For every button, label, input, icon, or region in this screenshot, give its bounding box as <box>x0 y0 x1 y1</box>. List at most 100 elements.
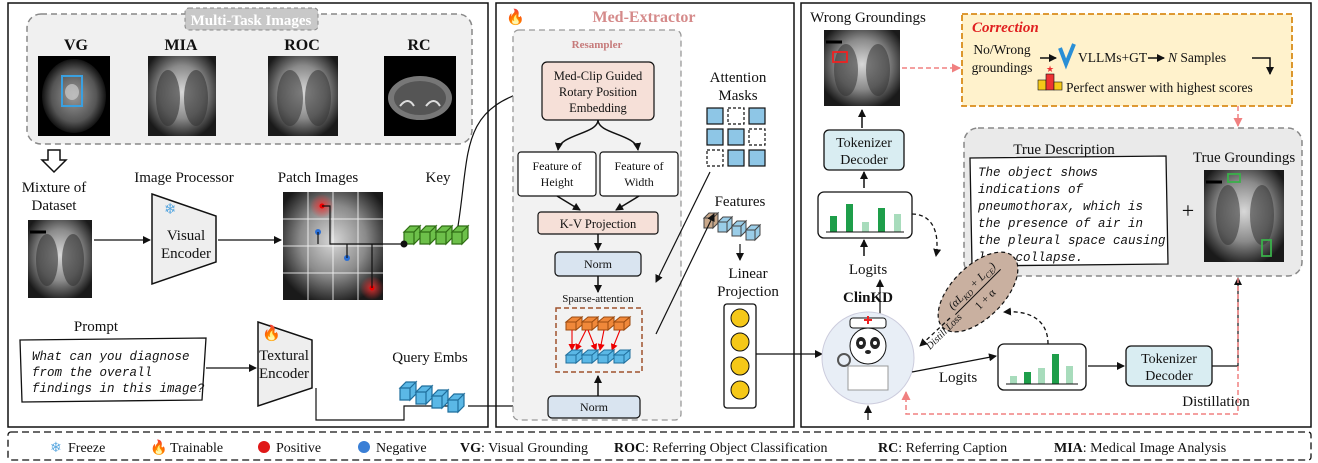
n-samples-text: Samples <box>1177 50 1226 65</box>
right-panel <box>800 2 1312 428</box>
logits-bottom-chart <box>997 343 1087 391</box>
fire-icon: 🔥 <box>150 439 167 456</box>
clinkd-panda-doctor-icon <box>821 311 915 405</box>
task-label-rc: RC <box>407 37 430 54</box>
attention-masks-label-line2: Masks <box>718 88 757 104</box>
legend-negative: Negative <box>376 441 427 456</box>
feature-of-width-line2: Width <box>624 175 654 189</box>
feature-of-width-line1: Feature of <box>615 159 664 173</box>
norm-bottom-box <box>547 395 641 419</box>
n-samples-n: N <box>1167 50 1178 65</box>
kv-projection-label: K-V Projection <box>560 217 637 231</box>
legend-rc: RC: Referring Caption <box>878 441 1007 456</box>
sparse-attention-box <box>555 307 643 373</box>
true-groundings-label: True Groundings <box>1193 150 1296 166</box>
no-wrong-label-line1: No/Wrong <box>973 42 1030 57</box>
sparse-attention-blue-tokens <box>564 348 632 365</box>
med-extractor-section: 🔥 Med-Extractor Resampler Med-Clip Guide… <box>506 8 823 421</box>
feature-of-height-line2: Height <box>541 175 574 189</box>
query-embeddings-blocks <box>398 380 466 414</box>
multi-task-images-title: Multi-Task Images <box>191 13 312 29</box>
middle-panel <box>495 2 795 428</box>
prompt-text-line2: from the overall <box>32 366 152 380</box>
mixture-of-dataset-label-line1: Mixture of <box>22 180 87 196</box>
roc-chest-xray-image <box>268 56 338 136</box>
svg-text:★: ★ <box>1046 65 1054 75</box>
n-samples-label: N Samples <box>1167 50 1226 65</box>
true-description-section: True Description The object shows indica… <box>963 127 1303 277</box>
no-wrong-label-line2: groundings <box>972 60 1033 75</box>
task-label-roc: ROC <box>284 37 320 54</box>
norm-bottom-label: Norm <box>580 400 609 414</box>
norm-top-label: Norm <box>584 257 613 271</box>
features-label: Features <box>715 194 766 210</box>
prompt-text-line3: findings in this image? <box>32 382 205 396</box>
snowflake-icon: ❄ <box>50 440 62 456</box>
vg-brain-image <box>38 56 110 136</box>
legend-positive: Positive <box>276 441 321 456</box>
snowflake-icon: ❄ <box>164 200 177 218</box>
true-description-line1: The object shows <box>978 166 1098 180</box>
clinkd-section: Wrong Groundings Correction No/Wrong gro… <box>810 10 1303 420</box>
podium-icon: ★ <box>1037 65 1063 91</box>
task-label-mia: MIA <box>165 37 198 54</box>
perfect-answer-label: Perfect answer with highest scores <box>1066 80 1253 95</box>
fire-icon: 🔥 <box>506 8 525 26</box>
mixture-chest-xray-image <box>28 220 92 298</box>
feature-of-height-line1: Feature of <box>533 159 582 173</box>
logits-top-chart <box>817 191 913 239</box>
legend-bar: ❄ Freeze 🔥 Trainable Positive Negative V… <box>7 431 1312 461</box>
image-processor-label: Image Processor <box>134 170 234 186</box>
visual-encoder-block <box>151 192 217 286</box>
left-panel <box>7 2 489 428</box>
mixture-of-dataset-label-line2: Dataset <box>32 198 78 214</box>
true-description-line4: the presence of air in <box>978 217 1143 231</box>
medclip-rope-line1: Med-Clip Guided <box>554 69 643 83</box>
linear-projection-column <box>723 303 757 409</box>
prompt-label: Prompt <box>74 319 119 335</box>
sparse-attention-label: Sparse-attention <box>562 293 634 305</box>
query-embs-label: Query Embs <box>392 350 468 366</box>
attention-masks-grid <box>706 107 766 167</box>
prompt-box <box>19 337 207 403</box>
clinkd-label: ClinKD <box>843 290 893 306</box>
true-description-line2: indications of <box>978 183 1084 197</box>
legend-vg: VG: Visual Grounding <box>460 441 588 456</box>
legend-freeze: Freeze <box>68 441 105 456</box>
plus-sign: + <box>1182 198 1194 223</box>
tokenizer-decoder-top-box <box>823 129 905 171</box>
resampler-label: Resampler <box>572 39 623 51</box>
sparse-attention-orange-tokens <box>564 315 632 332</box>
tokenizer-decoder-top-line1: Tokenizer <box>836 136 892 151</box>
legend-mia: MIA: Medical Image Analysis <box>1054 441 1226 456</box>
task-label-vg: VG <box>64 37 89 54</box>
med-extractor-title: Med-Extractor <box>592 9 695 26</box>
true-description-line5: the pleural space causing <box>978 234 1166 248</box>
correction-title: Correction <box>972 20 1039 36</box>
true-description-title: True Description <box>1013 142 1115 158</box>
tokenizer-decoder-bottom-line2: Decoder <box>1145 369 1193 384</box>
true-groundings-xray-image <box>1204 170 1284 262</box>
rc-ct-image <box>384 56 456 136</box>
distillation-label: Distillation <box>1182 394 1250 410</box>
correction-box <box>961 13 1293 107</box>
medclip-rope-line3: Embedding <box>569 101 627 115</box>
down-hollow-arrow-icon <box>40 149 68 174</box>
vllms-gt-label: VLLMs+GT <box>1078 50 1148 65</box>
linear-projection-label-line2: Projection <box>717 284 779 300</box>
true-description-box <box>969 155 1169 267</box>
legend-roc: ROC: Referring Object Classification <box>614 441 827 456</box>
textural-encoder-block <box>257 320 313 408</box>
fire-icon: 🔥 <box>262 324 281 342</box>
logits-top-label: Logits <box>849 262 887 278</box>
vllm-logo-icon <box>1058 43 1076 70</box>
key-label: Key <box>426 170 451 186</box>
true-description-line3: pneumothorax, which is <box>977 200 1143 214</box>
attention-masks-label-line1: Attention <box>710 70 767 86</box>
visual-encoder-label-line2: Encoder <box>161 246 211 262</box>
prompt-text-line1: What can you diagnose <box>32 350 190 364</box>
wrong-groundings-xray-image <box>824 30 900 106</box>
negative-dot-icon <box>358 441 370 453</box>
multi-task-images-group: Multi-Task Images VG MIA ROC RC <box>19 7 545 421</box>
mia-chest-xray-image <box>148 56 216 136</box>
